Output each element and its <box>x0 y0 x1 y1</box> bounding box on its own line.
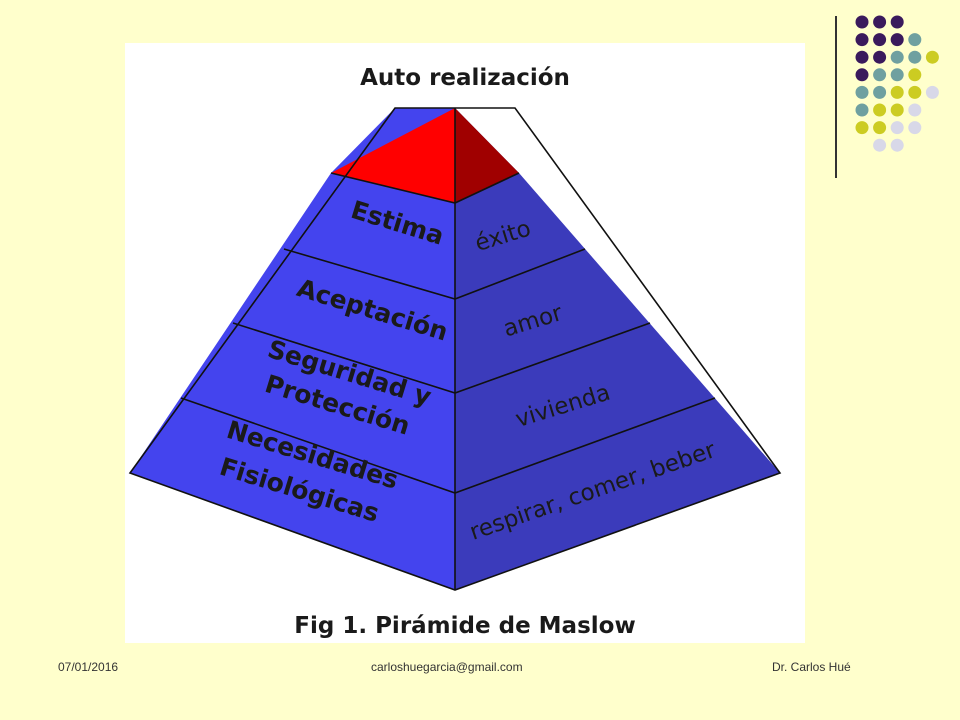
decor-dot <box>873 138 887 152</box>
decor-dot <box>855 121 869 135</box>
apex-right <box>455 108 519 203</box>
decor-dot <box>855 68 869 82</box>
decor-dot <box>855 33 869 47</box>
maslow-pyramid-figure: Auto realización Estima Aceptación Segur… <box>125 43 805 643</box>
decor-dot <box>855 103 869 117</box>
pyramid-right-face <box>455 108 780 590</box>
decor-dot <box>908 50 922 64</box>
decor-dot <box>925 85 939 99</box>
decor-dot <box>855 85 869 99</box>
footer-author: Dr. Carlos Hué <box>772 660 851 674</box>
decor-dot <box>890 103 904 117</box>
footer-email: carloshuegarcia@gmail.com <box>371 660 523 674</box>
top-label: Auto realización <box>360 65 570 91</box>
decor-dot <box>873 50 887 64</box>
apex-left <box>331 108 455 203</box>
figure-caption: Fig 1. Pirámide de Maslow <box>294 613 635 639</box>
decor-dot <box>855 50 869 64</box>
decor-dot <box>890 138 904 152</box>
decor-dot <box>890 33 904 47</box>
pyramid-svg: Auto realización Estima Aceptación Segur… <box>128 65 782 639</box>
decor-dot <box>890 85 904 99</box>
pyramid-dividers <box>128 107 782 591</box>
decor-dot <box>908 68 922 82</box>
decor-dot <box>890 121 904 135</box>
decor-dot <box>890 50 904 64</box>
decor-dot <box>908 33 922 47</box>
decor-dot <box>925 50 939 64</box>
footer-date: 07/01/2016 <box>58 660 119 674</box>
decor-dot <box>873 85 887 99</box>
decor-dot <box>908 103 922 117</box>
decor-dot <box>873 103 887 117</box>
decor-dot <box>873 33 887 47</box>
decor-dot <box>908 85 922 99</box>
decor-dot <box>873 121 887 135</box>
decor-dot <box>908 121 922 135</box>
pyramid-left-face <box>130 108 455 590</box>
decor-dot <box>890 68 904 82</box>
decor-dot <box>890 15 904 29</box>
decorative-vertical-line <box>835 16 837 178</box>
pyramid-outline <box>128 107 782 591</box>
decor-dot <box>873 68 887 82</box>
decor-dot <box>855 15 869 29</box>
decor-dot <box>873 15 887 29</box>
